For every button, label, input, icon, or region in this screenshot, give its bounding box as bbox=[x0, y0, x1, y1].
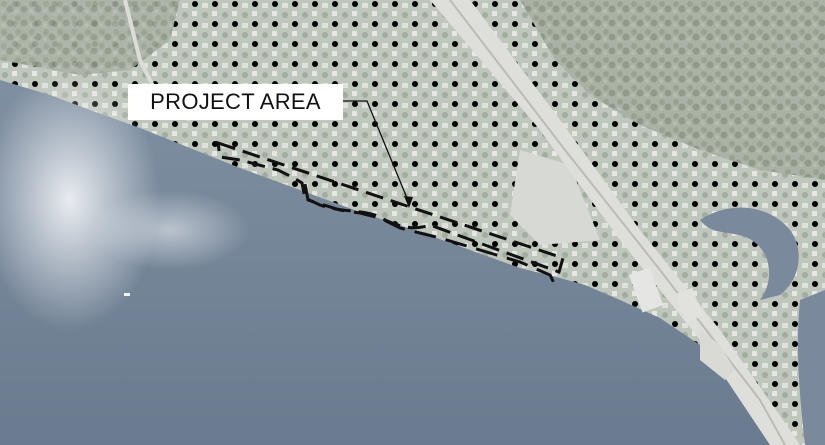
leader-arrowhead bbox=[404, 196, 413, 208]
parking-lot bbox=[510, 150, 600, 245]
leader-line bbox=[343, 100, 410, 204]
river-east bbox=[797, 290, 825, 445]
canal bbox=[700, 207, 799, 300]
highway-median bbox=[449, 0, 786, 445]
marina-building bbox=[628, 267, 664, 313]
cloud-haze-2 bbox=[90, 190, 250, 270]
forest-area-west bbox=[0, 0, 180, 75]
project-area-shoreline bbox=[303, 183, 557, 286]
forest-area bbox=[520, 0, 825, 180]
boat bbox=[124, 293, 130, 296]
cloud-haze bbox=[0, 70, 160, 330]
marina-docks bbox=[700, 330, 735, 380]
project-area-label: PROJECT AREA bbox=[128, 84, 343, 120]
marina-building-2 bbox=[675, 287, 703, 323]
project-area-outline bbox=[216, 140, 565, 274]
highway bbox=[430, 0, 800, 445]
